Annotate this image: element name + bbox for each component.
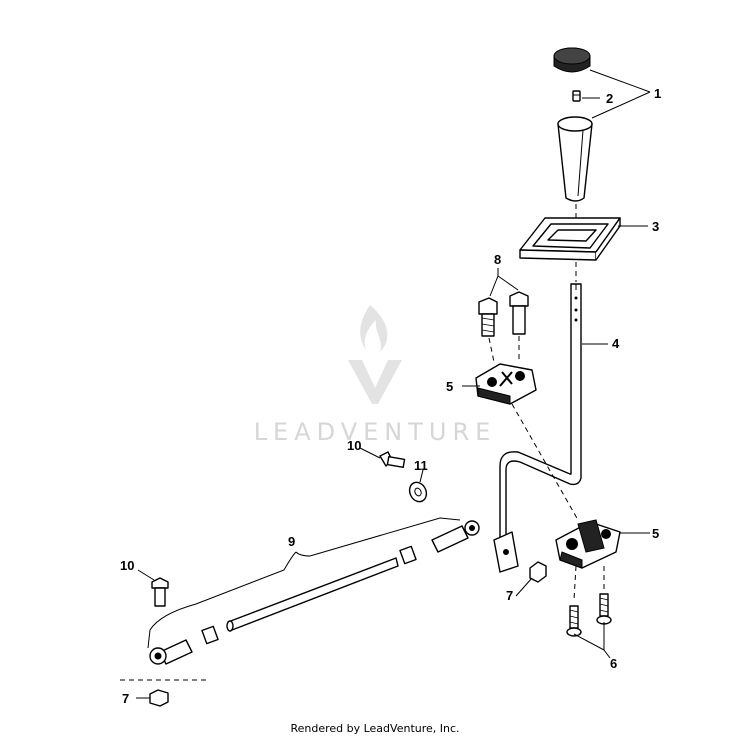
leadventure-logo-icon bbox=[348, 305, 402, 404]
callout-7-middle: 7 bbox=[506, 588, 513, 603]
callout-6: 6 bbox=[610, 656, 617, 671]
callout-9: 9 bbox=[288, 534, 295, 549]
bottom-nut bbox=[149, 689, 169, 707]
upper-bolt-left bbox=[478, 297, 498, 337]
callout-5-upper: 5 bbox=[446, 379, 453, 394]
lever-nut bbox=[529, 561, 547, 583]
set-screw bbox=[572, 90, 581, 102]
shift-lever-rod bbox=[493, 283, 582, 573]
rod-end-upper bbox=[399, 520, 480, 565]
footer-credit: Rendered by LeadVenture, Inc. bbox=[290, 722, 460, 735]
shift-knob bbox=[553, 47, 591, 73]
callout-5-lower: 5 bbox=[652, 526, 659, 541]
callout-8: 8 bbox=[494, 252, 501, 267]
callout-11: 11 bbox=[414, 458, 428, 473]
linkage-rod bbox=[226, 557, 399, 632]
shifter-boot bbox=[519, 217, 621, 261]
callout-7-bottom: 7 bbox=[122, 691, 129, 706]
callout-10-lower: 10 bbox=[120, 558, 134, 573]
linkage-bolt-lower bbox=[151, 577, 169, 607]
leader-lines bbox=[136, 69, 651, 699]
lever-grip bbox=[557, 116, 593, 202]
callout-2: 2 bbox=[606, 91, 613, 106]
callout-1: 1 bbox=[654, 86, 661, 101]
upper-shifter-bracket bbox=[475, 363, 537, 405]
upper-bolt-right bbox=[509, 291, 529, 335]
lower-shifter-bracket bbox=[555, 519, 621, 569]
lower-screw-right bbox=[596, 593, 612, 625]
callout-4: 4 bbox=[612, 336, 620, 351]
callout-10-upper: 10 bbox=[347, 438, 361, 453]
washer bbox=[408, 481, 428, 503]
callout-labels: 1 2 3 4 5 5 6 7 7 8 9 10 10 11 bbox=[120, 86, 661, 706]
watermark: LEADVENTURE bbox=[254, 305, 497, 446]
lower-screw-left bbox=[566, 605, 582, 637]
linkage-bolt-upper bbox=[379, 451, 406, 469]
watermark-text: LEADVENTURE bbox=[254, 418, 497, 446]
rod-end-lower bbox=[149, 625, 219, 665]
callout-3: 3 bbox=[652, 219, 659, 234]
